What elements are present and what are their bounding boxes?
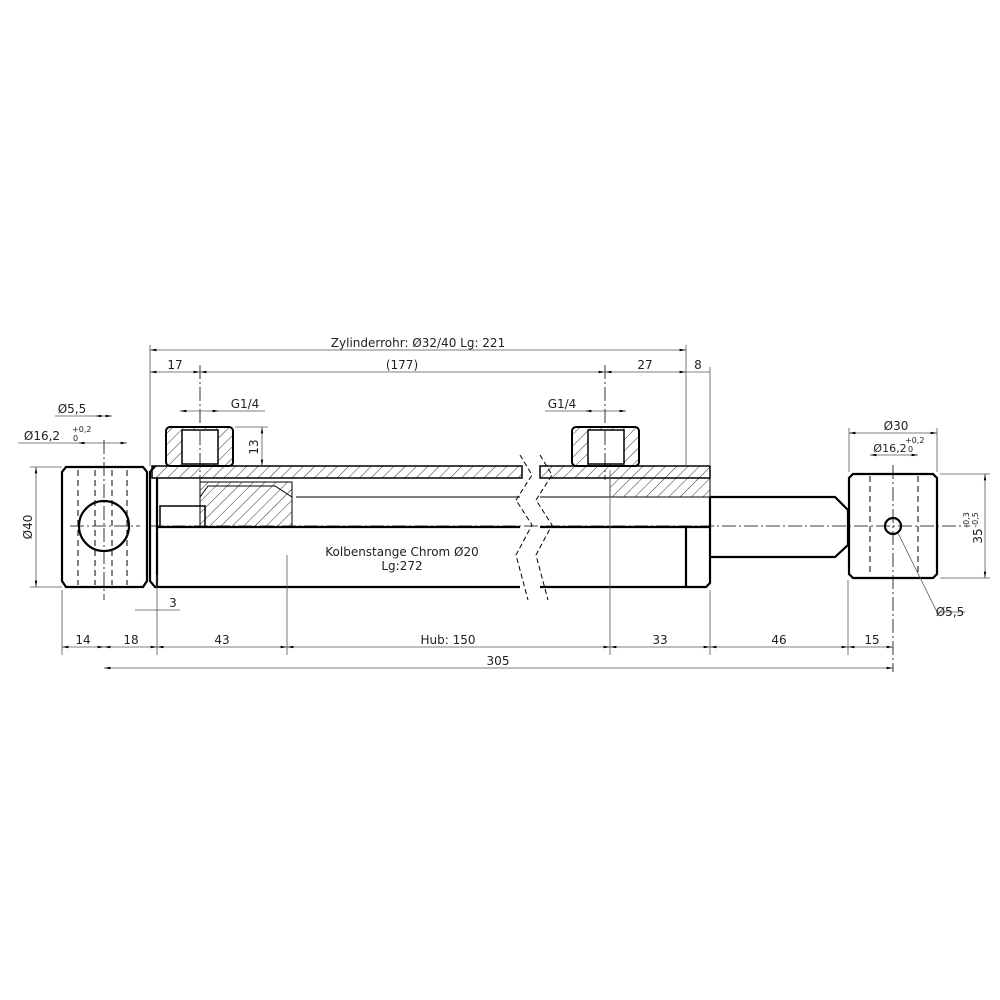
dim-43: 43 xyxy=(214,633,229,647)
dim-3: 3 xyxy=(169,596,177,610)
dim-33: 33 xyxy=(652,633,667,647)
right-width-tol-lower: -0,5 xyxy=(971,512,980,528)
right-rod-eye xyxy=(847,465,939,672)
right-bore-tol-lower: 0 xyxy=(908,445,913,454)
dim-8: 8 xyxy=(694,358,702,372)
dimension-lines xyxy=(18,345,990,670)
dim-46: 46 xyxy=(771,633,786,647)
right-bore-label: Ø16,2 xyxy=(873,442,906,455)
port-right xyxy=(571,365,640,480)
left-hole-label: Ø5,5 xyxy=(58,402,87,416)
port-height-label: 13 xyxy=(247,439,261,454)
tube-label: Zylinderrohr: Ø32/40 Lg: 221 xyxy=(331,336,505,350)
cylinder-tube xyxy=(148,454,835,601)
right-hole-label: Ø5,5 xyxy=(936,605,965,619)
left-clevis-eye xyxy=(60,440,149,600)
dim-hub: Hub: 150 xyxy=(420,633,475,647)
port-left xyxy=(165,365,234,480)
left-bore-label: Ø16,2 xyxy=(24,429,60,443)
dim-17: 17 xyxy=(167,358,182,372)
dim-177: (177) xyxy=(386,358,418,372)
right-eye-diameter: Ø30 xyxy=(884,419,909,433)
right-bore-tol-upper: +0,2 xyxy=(905,436,924,445)
right-width-tol-upper: -0,3 xyxy=(962,512,971,528)
left-bore-tol-upper: +0,2 xyxy=(72,425,91,434)
dim-overall-305: 305 xyxy=(487,654,510,668)
left-eye-diameter: Ø40 xyxy=(21,515,35,540)
dim-15: 15 xyxy=(864,633,879,647)
right-eye-width: 35 xyxy=(971,528,985,543)
dim-14: 14 xyxy=(75,633,90,647)
port-right-label: G1/4 xyxy=(548,397,577,411)
rod-label-1: Kolbenstange Chrom Ø20 xyxy=(325,545,479,559)
port-left-label: G1/4 xyxy=(231,397,260,411)
dim-27: 27 xyxy=(637,358,652,372)
dim-18: 18 xyxy=(123,633,138,647)
left-bore-tol-lower: 0 xyxy=(73,434,78,443)
rod-label-2: Lg:272 xyxy=(381,559,422,573)
